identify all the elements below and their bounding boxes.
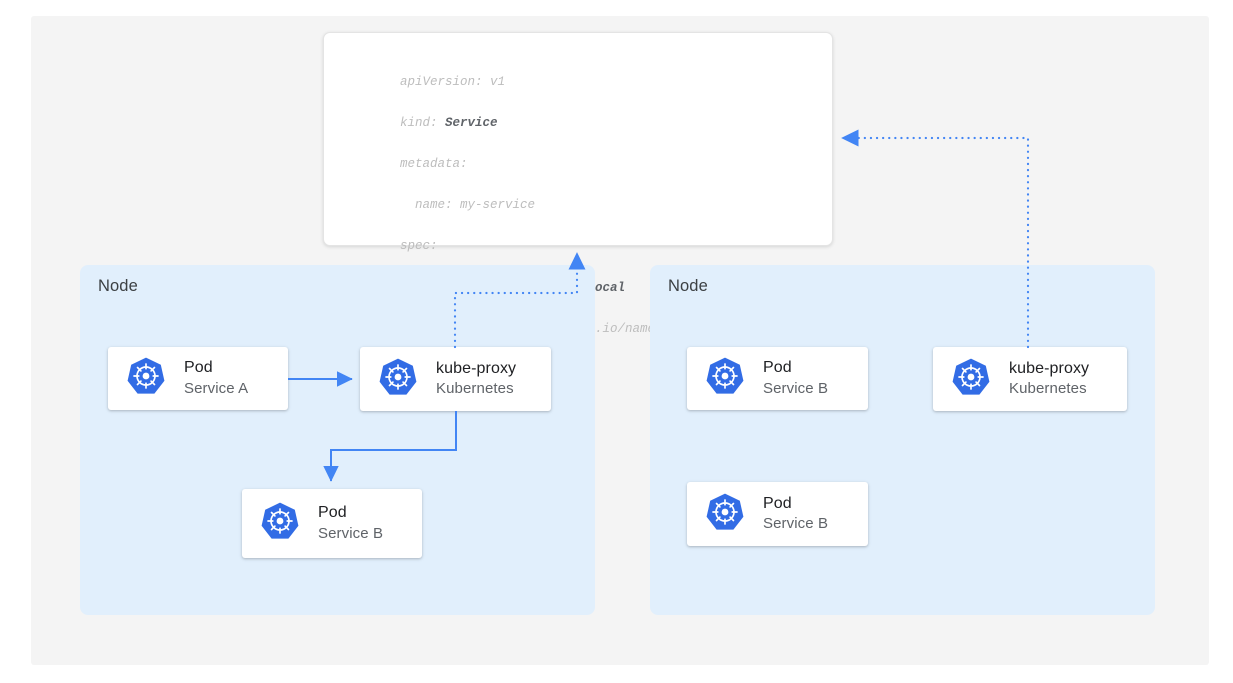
card-pod-service-b-right-top[interactable]: Pod Service B	[687, 347, 868, 410]
yaml-kind-key: kind:	[400, 115, 446, 130]
node-box-left: Node	[80, 265, 595, 615]
yaml-line-apiversion: apiVersion: v1	[400, 74, 506, 89]
card-subtitle: Service B	[318, 524, 384, 542]
card-pod-service-a[interactable]: Pod Service A	[108, 347, 288, 410]
card-kube-proxy-left[interactable]: kube-proxy Kubernetes	[360, 347, 551, 411]
yaml-kind-value: Service	[445, 115, 498, 130]
yaml-line-kind: kind: Service	[400, 113, 708, 134]
card-text: Pod Service B	[763, 494, 828, 534]
node-label-right: Node	[668, 277, 708, 295]
card-subtitle: Service A	[184, 379, 249, 397]
kubernetes-icon	[705, 492, 745, 537]
card-subtitle: Kubernetes	[1009, 380, 1087, 398]
node-box-right: Node	[650, 265, 1155, 615]
card-subtitle: Kubernetes	[436, 380, 514, 398]
kubernetes-icon	[260, 501, 300, 546]
kubernetes-icon	[378, 357, 418, 402]
card-kube-proxy-right[interactable]: kube-proxy Kubernetes	[933, 347, 1127, 411]
card-subtitle: Service B	[763, 515, 829, 533]
yaml-line-metadata: metadata:	[400, 156, 468, 171]
kubernetes-icon	[951, 357, 991, 402]
kubernetes-icon	[126, 356, 166, 401]
card-text: Pod Service B	[763, 358, 828, 398]
card-text: Pod Service B	[318, 503, 383, 543]
card-title: Pod	[763, 494, 792, 512]
card-text: Pod Service A	[184, 358, 248, 398]
card-text: kube-proxy Kubernetes	[1009, 359, 1089, 399]
card-title: Pod	[184, 359, 213, 377]
card-title: Pod	[763, 359, 792, 377]
card-title: Pod	[318, 504, 347, 522]
card-text: kube-proxy Kubernetes	[436, 359, 516, 399]
card-title: kube-proxy	[436, 359, 517, 377]
kubernetes-icon	[705, 356, 745, 401]
card-title: kube-proxy	[1009, 359, 1090, 377]
yaml-line-spec: spec:	[400, 239, 438, 254]
card-subtitle: Service B	[763, 379, 829, 397]
service-manifest-card: apiVersion: v1 kind: Service metadata: n…	[323, 32, 833, 500]
yaml-line-name: name: my-service	[400, 198, 536, 213]
card-pod-service-b-right-bottom[interactable]: Pod Service B	[687, 482, 868, 546]
card-pod-service-b-left[interactable]: Pod Service B	[242, 489, 422, 558]
node-label-left: Node	[98, 277, 138, 295]
